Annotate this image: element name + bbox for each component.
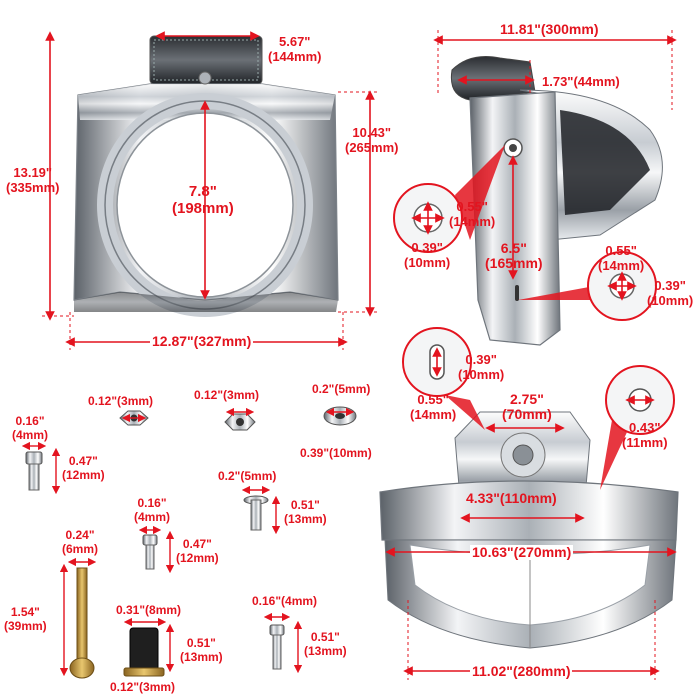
side-span-mm: (165mm) (485, 255, 543, 271)
screw4-l-in: 0.51" (310, 630, 340, 644)
screw1-l-mm: (12mm) (62, 468, 105, 482)
side-width-label: 11.81"(300mm) (498, 21, 601, 37)
bracket-span-label: 2.75" (70mm) (502, 392, 552, 422)
total-height-in: 13.19" (13, 165, 53, 180)
chrome-fairing-underside-icon (379, 411, 679, 649)
top-width-in: 5.67" (279, 34, 311, 49)
side-hole-d-mm: (10mm) (647, 293, 694, 308)
screw2-l-in: 0.47" (182, 537, 212, 551)
slot-a-mm: (10mm) (458, 367, 505, 382)
side-dimension-lines (411, 35, 677, 301)
screw1-diameter-label: 0.16" (4mm) (12, 414, 48, 442)
slot-a-label: 0.39" (10mm) (458, 352, 504, 382)
inner-height-label: 10.43" (265mm) (345, 125, 398, 155)
round-hole-in: 0.43" (629, 420, 661, 435)
underside-extension-lines (407, 600, 656, 680)
slot-b-mm: (14mm) (410, 407, 457, 422)
top-width-mm: (144mm) (268, 49, 322, 64)
side-hole-d-label: 0.39" (10mm) (647, 278, 693, 308)
bracket-span-mm: (70mm) (502, 406, 552, 422)
slot-b-label: 0.55" (14mm) (410, 392, 456, 422)
wellnut-diameter-label: 0.31"(8mm) (116, 603, 182, 617)
screw1-length-label: 0.47" (12mm) (62, 454, 105, 482)
side-hole-c-in: 0.55" (605, 243, 637, 258)
front-dimension-lines (45, 31, 375, 347)
side-hole-c-label: 0.55" (14mm) (598, 243, 644, 273)
screw2-length-label: 0.47" (12mm) (176, 537, 219, 565)
slot-b-in: 0.55" (417, 392, 449, 407)
chrome-fairing-front-icon (73, 35, 339, 317)
top-width-label: 5.67" (144mm) (268, 34, 321, 64)
total-height-label: 13.19" (335mm) (6, 165, 59, 195)
wellnut-flange-label: 0.12"(3mm) (110, 680, 176, 694)
screw2-diameter-label: 0.16" (4mm) (134, 496, 170, 524)
side-span-label: 6.5" (165mm) (485, 241, 543, 271)
speaker-hole-label: 7.8" (198mm) (172, 183, 234, 217)
side-hole-a-mm: (14mm) (449, 214, 496, 229)
washer-thickness-label: 0.2"(5mm) (312, 382, 371, 396)
screw1-d-in: 0.16" (15, 414, 45, 428)
wellnut-l-mm: (13mm) (180, 650, 223, 664)
inner-height-in: 10.43" (352, 125, 392, 140)
screw-nut-icon (25, 406, 357, 679)
screw4-length-label: 0.51" (13mm) (304, 630, 347, 658)
side-hole-c-mm: (14mm) (598, 258, 645, 273)
side-hole-d-in: 0.39" (654, 278, 686, 293)
wellnut-l-in: 0.51" (186, 636, 216, 650)
speaker-hole-mm: (198mm) (172, 200, 234, 217)
screw4-diameter-label: 0.16"(4mm) (252, 594, 318, 608)
base-width-label: 11.02"(280mm) (470, 663, 573, 679)
screw2-l-mm: (12mm) (176, 551, 219, 565)
total-height-mm: (335mm) (6, 180, 60, 195)
side-hole-b-label: 0.39" (10mm) (404, 240, 450, 270)
bottom-width-label: 12.87"(327mm) (150, 333, 254, 349)
wellnut-length-label: 0.51" (13mm) (180, 636, 223, 664)
side-top-label: 1.73"(44mm) (540, 74, 622, 89)
nut1-label: 0.12"(3mm) (88, 394, 154, 408)
bolt-l-mm: (39mm) (4, 619, 47, 633)
inner-width-label: 10.63"(270mm) (470, 544, 574, 560)
screw2-d-mm: (4mm) (134, 510, 171, 524)
bolt-d-in: 0.24" (65, 528, 95, 542)
speaker-hole-in: 7.8" (188, 183, 217, 200)
bracket-span-in: 2.75" (509, 391, 544, 407)
inner-height-mm: (265mm) (345, 140, 399, 155)
mount-span-label: 4.33"(110mm) (466, 490, 557, 506)
round-hole-mm: (11mm) (622, 435, 668, 450)
side-hole-b-mm: (10mm) (404, 255, 451, 270)
nut2-label: 0.12"(3mm) (194, 388, 260, 402)
bolt-l-in: 1.54" (10, 605, 40, 619)
hardware-dimension-lines (21, 407, 355, 677)
screw2-d-in: 0.16" (137, 496, 167, 510)
slot-a-in: 0.39" (465, 352, 497, 367)
side-hole-b-in: 0.39" (411, 240, 443, 255)
front-extension-lines (42, 91, 378, 350)
screw1-d-mm: (4mm) (12, 428, 49, 442)
screw3-diameter-label: 0.2"(5mm) (218, 469, 277, 483)
screw4-l-mm: (13mm) (304, 644, 347, 658)
side-span-in: 6.5" (500, 240, 527, 256)
side-extension-lines (437, 30, 673, 110)
round-hole-label: 0.43" (11mm) (622, 420, 668, 450)
screw3-l-in: 0.51" (290, 498, 320, 512)
screw1-l-in: 0.47" (68, 454, 98, 468)
side-hole-a-in: 0.55" (456, 199, 488, 214)
bolt-diameter-label: 0.24" (6mm) (62, 528, 98, 556)
washer-diameter-label: 0.39"(10mm) (300, 446, 372, 460)
bolt-d-mm: (6mm) (62, 542, 99, 556)
side-hole-a-label: 0.55" (14mm) (449, 199, 495, 229)
screw3-l-mm: (13mm) (284, 512, 327, 526)
screw3-length-label: 0.51" (13mm) (284, 498, 327, 526)
bolt-length-label: 1.54" (39mm) (4, 605, 47, 633)
